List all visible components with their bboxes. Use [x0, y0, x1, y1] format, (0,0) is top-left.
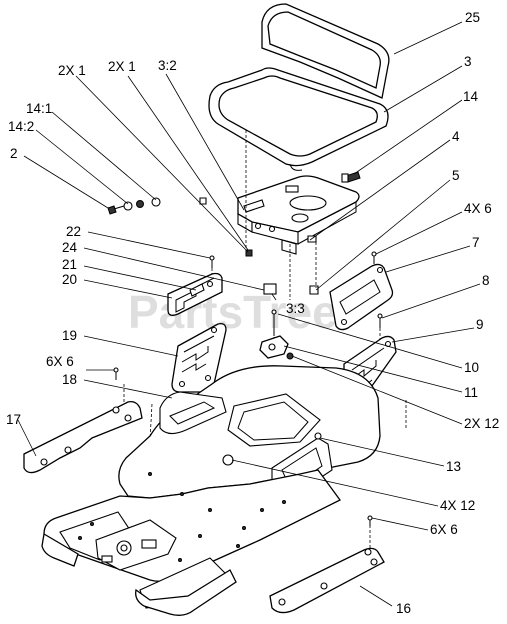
right-bracket-part	[329, 251, 394, 331]
seat-pan-part	[237, 175, 360, 255]
callout-2x12: 2X 12	[464, 416, 499, 431]
callout-labels: 25 3 14 4 5 4X 6 7 8 9 10 11 2X 12 13 4X…	[6, 10, 499, 616]
left-bracket-part	[167, 255, 223, 316]
leader-lines	[17, 21, 481, 607]
callout-3-3: 3:3	[286, 301, 305, 316]
callout-4x12: 4X 12	[440, 498, 475, 513]
callout-7: 7	[472, 235, 480, 250]
callout-18: 18	[62, 372, 77, 387]
callout-14-2: 14:2	[8, 119, 34, 134]
right-lower-plate-part	[269, 515, 385, 614]
callout-2x1-left: 2X 1	[58, 63, 86, 78]
callout-21: 21	[62, 257, 77, 272]
left-lower-plate-part	[23, 367, 143, 474]
center-bracket-part	[259, 309, 294, 360]
callout-4: 4	[452, 129, 460, 144]
callout-9: 9	[476, 317, 484, 332]
callout-14-1: 14:1	[26, 101, 52, 116]
callout-25: 25	[465, 10, 480, 25]
callout-8: 8	[482, 273, 490, 288]
callout-3: 3	[464, 54, 472, 69]
callout-5: 5	[452, 168, 460, 183]
callout-3-2: 3:2	[158, 58, 177, 73]
seat-part	[208, 3, 390, 171]
fender-body-part	[41, 365, 381, 616]
callout-2: 2	[10, 146, 18, 161]
callout-20: 20	[62, 272, 77, 287]
callout-22: 22	[66, 224, 81, 239]
callout-10: 10	[464, 360, 479, 375]
seat-hardware	[107, 171, 361, 295]
callout-6x6-right: 6X 6	[430, 522, 458, 537]
callout-16: 16	[396, 601, 411, 616]
callout-24: 24	[62, 240, 78, 255]
callout-14: 14	[463, 89, 479, 104]
callout-13: 13	[446, 459, 461, 474]
callout-17: 17	[6, 412, 21, 427]
callout-6x6-left: 6X 6	[46, 354, 74, 369]
callout-11: 11	[464, 385, 478, 400]
watermark-text: PartsTree	[128, 286, 338, 338]
callout-2x1-right: 2X 1	[108, 59, 136, 74]
callout-19: 19	[62, 328, 77, 343]
callout-4x6: 4X 6	[464, 201, 492, 216]
